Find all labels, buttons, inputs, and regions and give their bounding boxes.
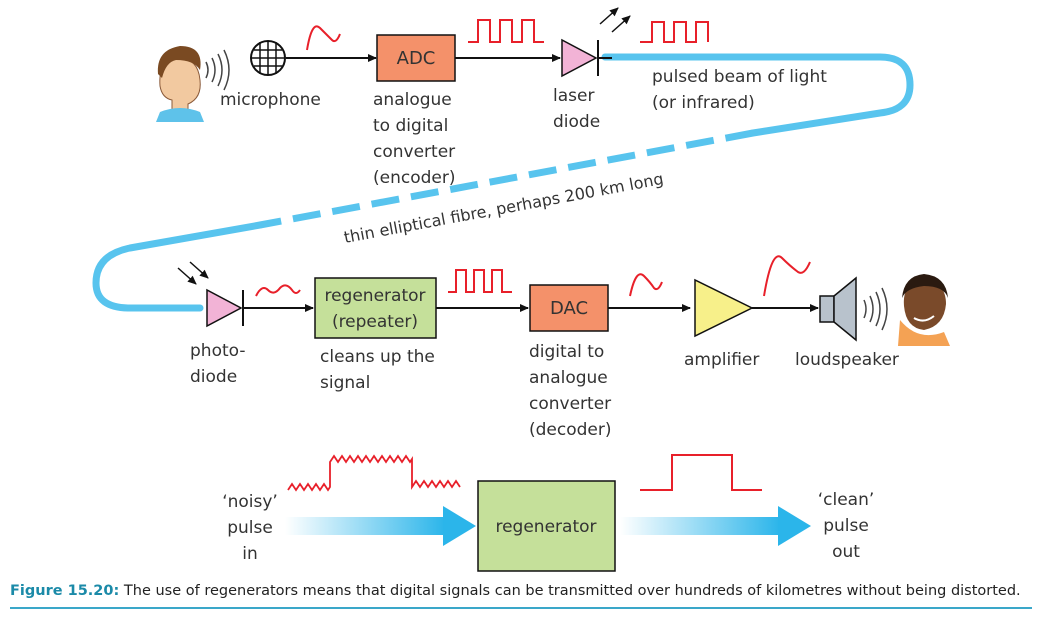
regenerator-desc-1: cleans up the [320, 347, 435, 367]
digital-signal-icon [448, 269, 512, 293]
adc-desc-3: converter [373, 142, 455, 162]
digital-signal-icon [640, 21, 709, 43]
regenerator-label-2: (repeater) [332, 312, 418, 332]
laser-diode-icon [561, 7, 631, 78]
photodiode-icon [177, 261, 244, 328]
listening-person-icon [898, 274, 950, 346]
dac-label: DAC [550, 298, 588, 319]
regenerator-detail-box [477, 480, 616, 572]
analogue-signal-icon [629, 273, 663, 297]
adc-desc-2: to digital [373, 116, 448, 136]
noisy-pulse-label-3: in [242, 544, 258, 564]
noisy-pulse-label-2: pulse [227, 518, 273, 538]
adc-desc-1: analogue [373, 90, 452, 110]
noisy-pulse-label-1: ‘noisy’ [222, 492, 278, 512]
weak-signal-icon [255, 284, 301, 297]
figure-number: Figure 15.20: [10, 583, 120, 599]
clean-pulse-icon [640, 454, 762, 491]
loudspeaker-icon [819, 276, 888, 342]
regenerator-label-1: regenerator [324, 286, 425, 306]
dac-box [529, 284, 609, 332]
loudspeaker-label: loudspeaker [795, 350, 899, 370]
output-arrow [620, 506, 811, 546]
optical-fibre [92, 53, 914, 312]
speaking-person-icon [156, 46, 230, 122]
laser-diode-label-1: laser [553, 86, 594, 106]
dac-desc-3: converter [529, 394, 611, 414]
dac-desc-1: digital to [529, 342, 604, 362]
figure-caption: Figure 15.20: The use of regenerators me… [10, 583, 1050, 599]
adc-box [376, 34, 456, 82]
dac-desc-4: (decoder) [529, 420, 612, 440]
caption-divider [10, 607, 1032, 609]
figure-caption-text: The use of regenerators means that digit… [119, 583, 1021, 599]
microphone-label: microphone [220, 90, 321, 110]
photodiode-label-2: diode [190, 367, 237, 387]
noisy-pulse-icon [287, 454, 461, 492]
adc-label: ADC [397, 48, 436, 69]
digital-signal-icon [468, 19, 544, 43]
analogue-signal-icon [306, 25, 341, 51]
microphone-icon [250, 40, 286, 76]
amplifier-label: amplifier [684, 350, 759, 370]
regenerator-detail-label: regenerator [495, 517, 596, 537]
amplifier-icon [694, 278, 754, 338]
photodiode-label-1: photo- [190, 341, 245, 361]
clean-pulse-label-2: pulse [823, 516, 869, 536]
pulsed-beam-label-1: pulsed beam of light [652, 67, 827, 87]
dac-desc-2: analogue [529, 368, 608, 388]
adc-desc-4: (encoder) [373, 168, 456, 188]
pulsed-beam-label-2: (or infrared) [652, 93, 755, 113]
clean-pulse-label-3: out [832, 542, 860, 562]
amplified-signal-icon [763, 255, 811, 297]
laser-diode-label-2: diode [553, 112, 600, 132]
input-arrow [285, 506, 476, 546]
regenerator-desc-2: signal [320, 373, 370, 393]
clean-pulse-label-1: ‘clean’ [818, 490, 875, 510]
